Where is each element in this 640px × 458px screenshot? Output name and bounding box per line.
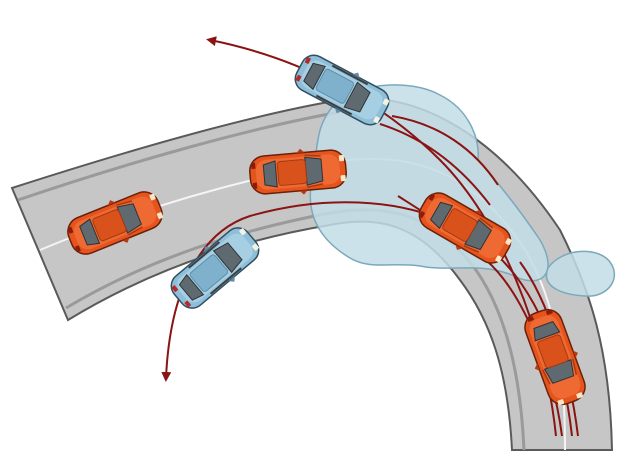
track-d bbox=[379, 123, 491, 206]
track-c bbox=[391, 115, 499, 186]
water-puddle-small bbox=[545, 250, 616, 297]
road-inner-shoulder bbox=[17, 110, 341, 202]
